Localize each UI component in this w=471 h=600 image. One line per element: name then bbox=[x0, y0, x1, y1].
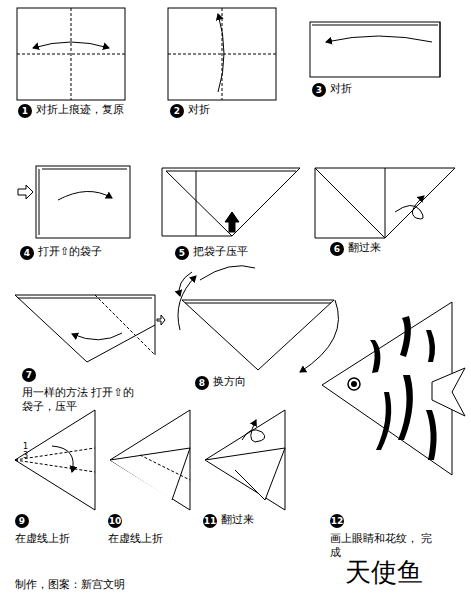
step-caption: 换方向 bbox=[213, 375, 246, 389]
step-caption: 在虚线上折 bbox=[108, 532, 163, 546]
step-caption: 把袋子压平 bbox=[193, 245, 248, 259]
callout-number: 2 bbox=[170, 104, 184, 118]
step-caption: 翻过来 bbox=[221, 513, 254, 527]
callout-number: 10 bbox=[108, 514, 122, 528]
step-caption: 画上眼睛和花纹， 完成 bbox=[330, 532, 442, 560]
step-caption: 对折上痕迹，复原 bbox=[36, 103, 124, 117]
callout-number: 11 bbox=[203, 514, 217, 528]
step-caption: 对折 bbox=[330, 82, 352, 96]
callout-number: 7 bbox=[22, 368, 36, 382]
diagram-title: 天使鱼 bbox=[345, 558, 423, 587]
fraction-numerator: 1 bbox=[23, 443, 28, 451]
step-caption: 打开⇧的袋子 bbox=[38, 245, 102, 259]
step-caption: 在虚线上折 bbox=[15, 532, 70, 546]
credit-text: 制作，图案：新宫文明 bbox=[15, 578, 125, 592]
callout-number: 1 bbox=[18, 104, 32, 118]
step-caption: 对折 bbox=[188, 103, 210, 117]
fraction-denominator: 3 bbox=[23, 452, 28, 460]
callout-number: 8 bbox=[195, 376, 209, 390]
step-caption: 翻过来 bbox=[348, 241, 381, 255]
step-caption: 用一样的方法 打开⇧的袋子，压平 bbox=[22, 386, 134, 414]
callout-number: 3 bbox=[312, 83, 326, 97]
callout-number: 9 bbox=[15, 514, 29, 528]
callout-number: 4 bbox=[20, 246, 34, 260]
callout-number: 5 bbox=[175, 246, 189, 260]
callout-number: 12 bbox=[330, 514, 344, 528]
callout-number: 6 bbox=[330, 242, 344, 256]
